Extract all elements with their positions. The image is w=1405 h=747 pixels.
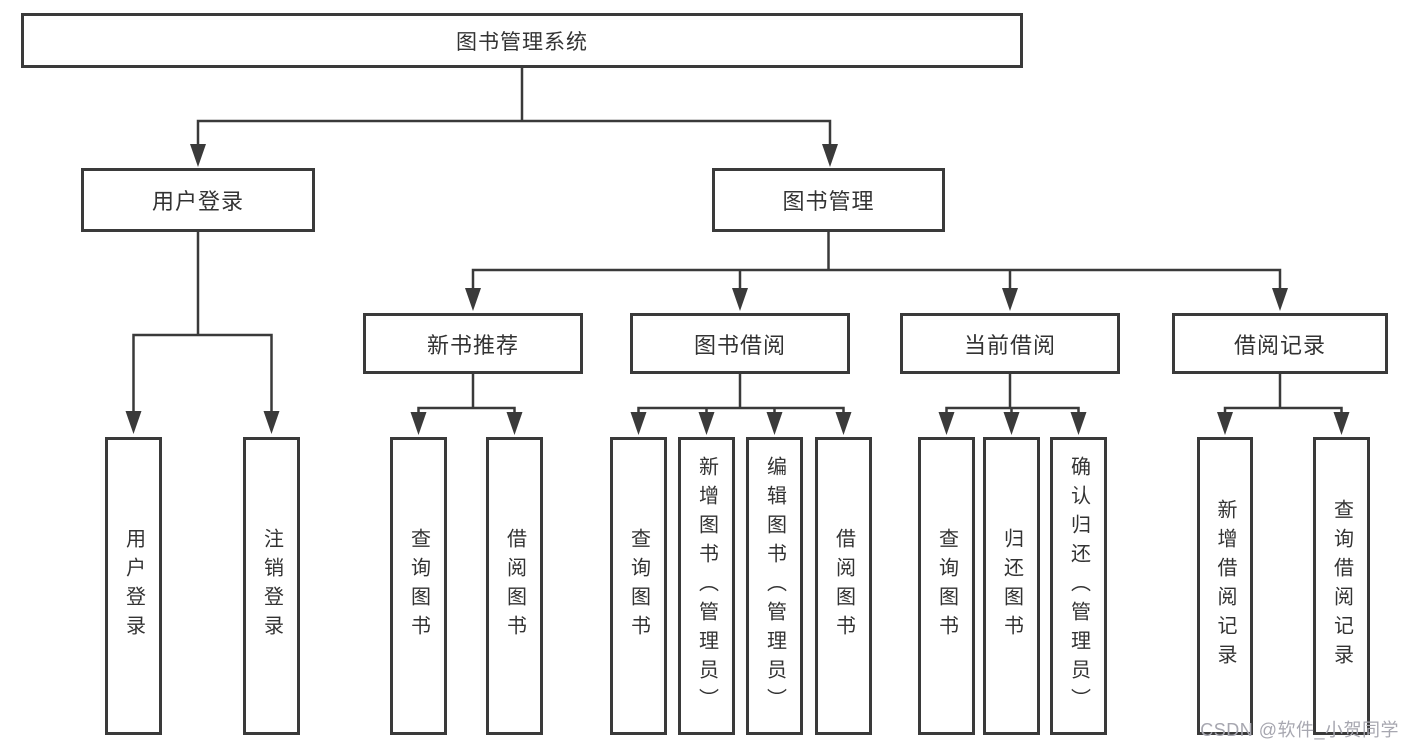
leaf-label: 新增借阅记录	[1214, 499, 1236, 673]
leaf-user-login: 用户登录	[105, 437, 162, 735]
node-label: 图书借阅	[693, 332, 786, 358]
node-current-borrowing: 当前借阅	[900, 313, 1120, 374]
leaf-label: 查询借阅记录	[1330, 499, 1353, 673]
leaf-query-books-recommend: 查询图书	[390, 437, 447, 735]
node-book-borrowing: 图书借阅	[630, 313, 850, 374]
node-user-login: 用户登录	[81, 168, 315, 232]
node-book-management: 图书管理	[712, 168, 945, 232]
node-library-management-system: 图书管理系统	[21, 13, 1023, 68]
leaf-add-book-admin: 新增图书（管理员）	[678, 437, 735, 735]
leaf-borrow-books-recommend: 借阅图书	[486, 437, 543, 735]
node-label: 借阅记录	[1233, 332, 1326, 358]
node-label: 图书管理	[782, 189, 875, 214]
node-label: 图书管理系统	[456, 30, 588, 54]
leaf-label: 注销登录	[260, 528, 283, 644]
leaf-label: 新增图书（管理员）	[695, 455, 718, 717]
leaf-query-books-current: 查询图书	[918, 437, 975, 735]
leaf-label: 查询图书	[627, 528, 650, 644]
leaf-borrow-books: 借阅图书	[815, 437, 872, 735]
leaf-confirm-return-admin: 确认归还（管理员）	[1050, 437, 1107, 735]
leaf-edit-book-admin: 编辑图书（管理员）	[746, 437, 803, 735]
node-new-book-recommendation: 新书推荐	[363, 313, 583, 374]
node-borrowing-records: 借阅记录	[1172, 313, 1388, 374]
leaf-add-borrow-record: 新增借阅记录	[1197, 437, 1253, 735]
leaf-label: 用户登录	[122, 528, 145, 644]
leaf-label: 编辑图书（管理员）	[763, 455, 786, 717]
node-label: 新书推荐	[426, 332, 519, 358]
leaf-logout: 注销登录	[243, 437, 300, 735]
node-label: 当前借阅	[963, 332, 1056, 358]
leaf-label: 查询图书	[935, 528, 958, 644]
leaf-query-borrow-record: 查询借阅记录	[1313, 437, 1370, 735]
leaf-query-books-borrow: 查询图书	[610, 437, 667, 735]
leaf-label: 借阅图书	[832, 528, 855, 644]
leaf-label: 确认归还（管理员）	[1067, 455, 1090, 717]
leaf-label: 归还图书	[1000, 528, 1023, 644]
leaf-label: 借阅图书	[503, 528, 526, 644]
node-label: 用户登录	[151, 189, 244, 214]
arrowheads	[125, 144, 1350, 435]
csdn-watermark: CSDN @软件_小贺同学	[1200, 720, 1399, 740]
leaf-label: 查询图书	[407, 528, 430, 644]
leaf-return-book: 归还图书	[983, 437, 1040, 735]
